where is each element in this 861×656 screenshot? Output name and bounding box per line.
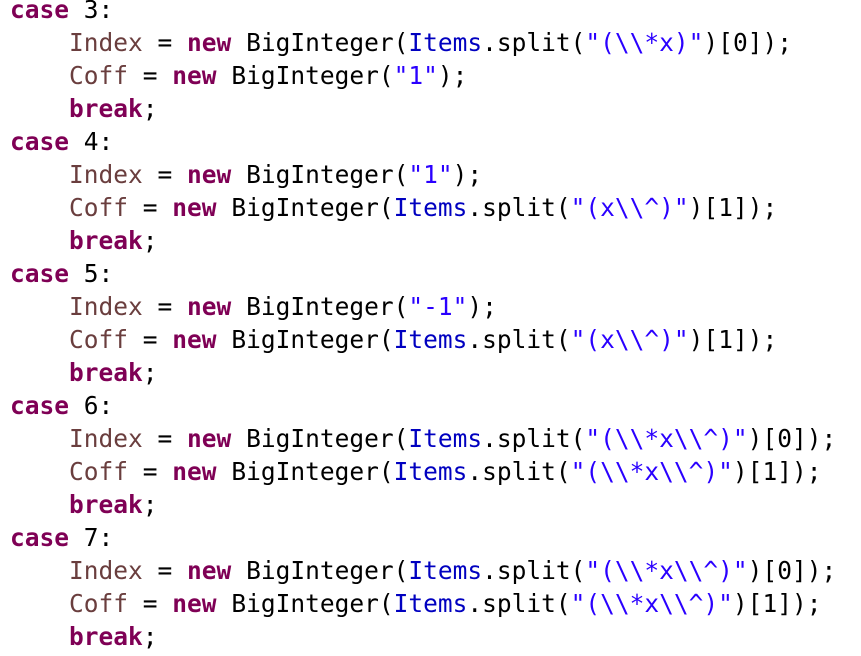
field-items: Items — [408, 28, 483, 57]
keyword-case: case — [10, 523, 70, 552]
field-items: Items — [408, 424, 483, 453]
method-split: split — [482, 325, 556, 354]
keyword-new: new — [187, 28, 232, 57]
type-big-integer: BigInteger — [231, 457, 379, 486]
string-literal: "(\\*x\\^)" — [585, 556, 748, 585]
method-split: split — [496, 28, 571, 57]
field-items: Items — [393, 193, 468, 222]
array-index: 1 — [762, 457, 778, 486]
keyword-new: new — [172, 457, 217, 486]
method-split: split — [496, 556, 571, 585]
string-literal: "1" — [408, 160, 453, 189]
variable-coff: Coff — [69, 193, 129, 222]
type-big-integer: BigInteger — [231, 61, 379, 90]
array-index: 1 — [762, 589, 778, 618]
code-line-case-7: case 7: — [10, 523, 114, 552]
string-literal: "(\\*x\\^)" — [570, 589, 733, 618]
method-split: split — [482, 457, 556, 486]
keyword-case: case — [10, 127, 70, 156]
code-line-case-7-break: break; — [69, 622, 158, 651]
field-items: Items — [393, 589, 468, 618]
method-split: split — [482, 193, 556, 222]
code-line-case-3-index: Index = new BigInteger(Items.split("(\\*… — [69, 28, 792, 57]
string-literal: "1" — [393, 61, 438, 90]
keyword-break: break — [69, 358, 143, 387]
variable-index: Index — [69, 424, 143, 453]
case-number: 4 — [83, 127, 99, 156]
type-big-integer: BigInteger — [246, 556, 394, 585]
code-line-case-4: case 4: — [10, 127, 114, 156]
array-index: 1 — [718, 193, 733, 222]
keyword-new: new — [172, 193, 217, 222]
keyword-break: break — [69, 622, 143, 651]
case-number: 5 — [83, 259, 99, 288]
code-line-case-6: case 6: — [10, 391, 114, 420]
variable-coff: Coff — [69, 589, 129, 618]
keyword-new: new — [172, 589, 217, 618]
code-line-case-6-break: break; — [69, 490, 158, 519]
code-line-case-6-coff: Coff = new BigInteger(Items.split("(\\*x… — [69, 457, 822, 486]
type-big-integer: BigInteger — [231, 193, 379, 222]
method-split: split — [482, 589, 556, 618]
code-line-case-5: case 5: — [10, 259, 114, 288]
code-line-case-5-index: Index = new BigInteger("-1"); — [69, 292, 497, 321]
code-line-case-3-break: break; — [69, 94, 158, 123]
code-line-case-5-coff: Coff = new BigInteger(Items.split("(x\\^… — [69, 325, 778, 354]
variable-coff: Coff — [69, 61, 129, 90]
variable-index: Index — [69, 160, 143, 189]
keyword-new: new — [187, 556, 232, 585]
string-literal: "(\\*x\\^)" — [570, 457, 733, 486]
method-split: split — [496, 424, 571, 453]
keyword-new: new — [187, 160, 232, 189]
type-big-integer: BigInteger — [231, 589, 379, 618]
keyword-new: new — [187, 292, 232, 321]
array-index: 0 — [732, 28, 748, 57]
keyword-case: case — [10, 259, 70, 288]
keyword-case: case — [10, 0, 70, 24]
code-line-case-7-coff: Coff = new BigInteger(Items.split("(\\*x… — [69, 589, 822, 618]
keyword-break: break — [69, 94, 143, 123]
code-line-case-6-index: Index = new BigInteger(Items.split("(\\*… — [69, 424, 837, 453]
code-line-case-3: case 3: — [10, 0, 113, 26]
string-literal: "-1" — [408, 292, 468, 321]
string-literal: "(\\*x\\^)" — [585, 424, 748, 453]
array-index: 1 — [718, 325, 733, 354]
keyword-break: break — [69, 226, 143, 255]
field-items: Items — [393, 325, 468, 354]
type-big-integer: BigInteger — [246, 28, 394, 57]
string-literal: "(x\\^)" — [570, 325, 689, 354]
variable-coff: Coff — [69, 457, 129, 486]
keyword-new: new — [172, 61, 217, 90]
case-number: 3 — [83, 0, 99, 24]
type-big-integer: BigInteger — [246, 424, 394, 453]
keyword-new: new — [187, 424, 232, 453]
code-line-case-7-index: Index = new BigInteger(Items.split("(\\*… — [69, 556, 837, 585]
array-index: 0 — [777, 556, 792, 585]
type-big-integer: BigInteger — [246, 292, 394, 321]
variable-coff: Coff — [69, 325, 129, 354]
string-literal: "(\\*x)" — [585, 28, 704, 57]
keyword-break: break — [69, 490, 143, 519]
string-literal: "(x\\^)" — [570, 193, 689, 222]
keyword-case: case — [10, 391, 70, 420]
variable-index: Index — [69, 556, 143, 585]
type-big-integer: BigInteger — [231, 325, 379, 354]
code-line-case-5-break: break; — [69, 358, 158, 387]
type-big-integer: BigInteger — [246, 160, 394, 189]
variable-index: Index — [69, 292, 143, 321]
code-line-case-4-break: break; — [69, 226, 158, 255]
array-index: 0 — [777, 424, 792, 453]
keyword-new: new — [172, 325, 217, 354]
case-number: 6 — [83, 391, 99, 420]
variable-index: Index — [69, 28, 143, 57]
case-number: 7 — [83, 523, 99, 552]
code-line-case-3-coff: Coff = new BigInteger("1"); — [69, 61, 468, 90]
field-items: Items — [408, 556, 483, 585]
field-items: Items — [393, 457, 468, 486]
code-line-case-4-coff: Coff = new BigInteger(Items.split("(x\\^… — [69, 193, 778, 222]
code-line-case-4-index: Index = new BigInteger("1"); — [69, 160, 483, 189]
